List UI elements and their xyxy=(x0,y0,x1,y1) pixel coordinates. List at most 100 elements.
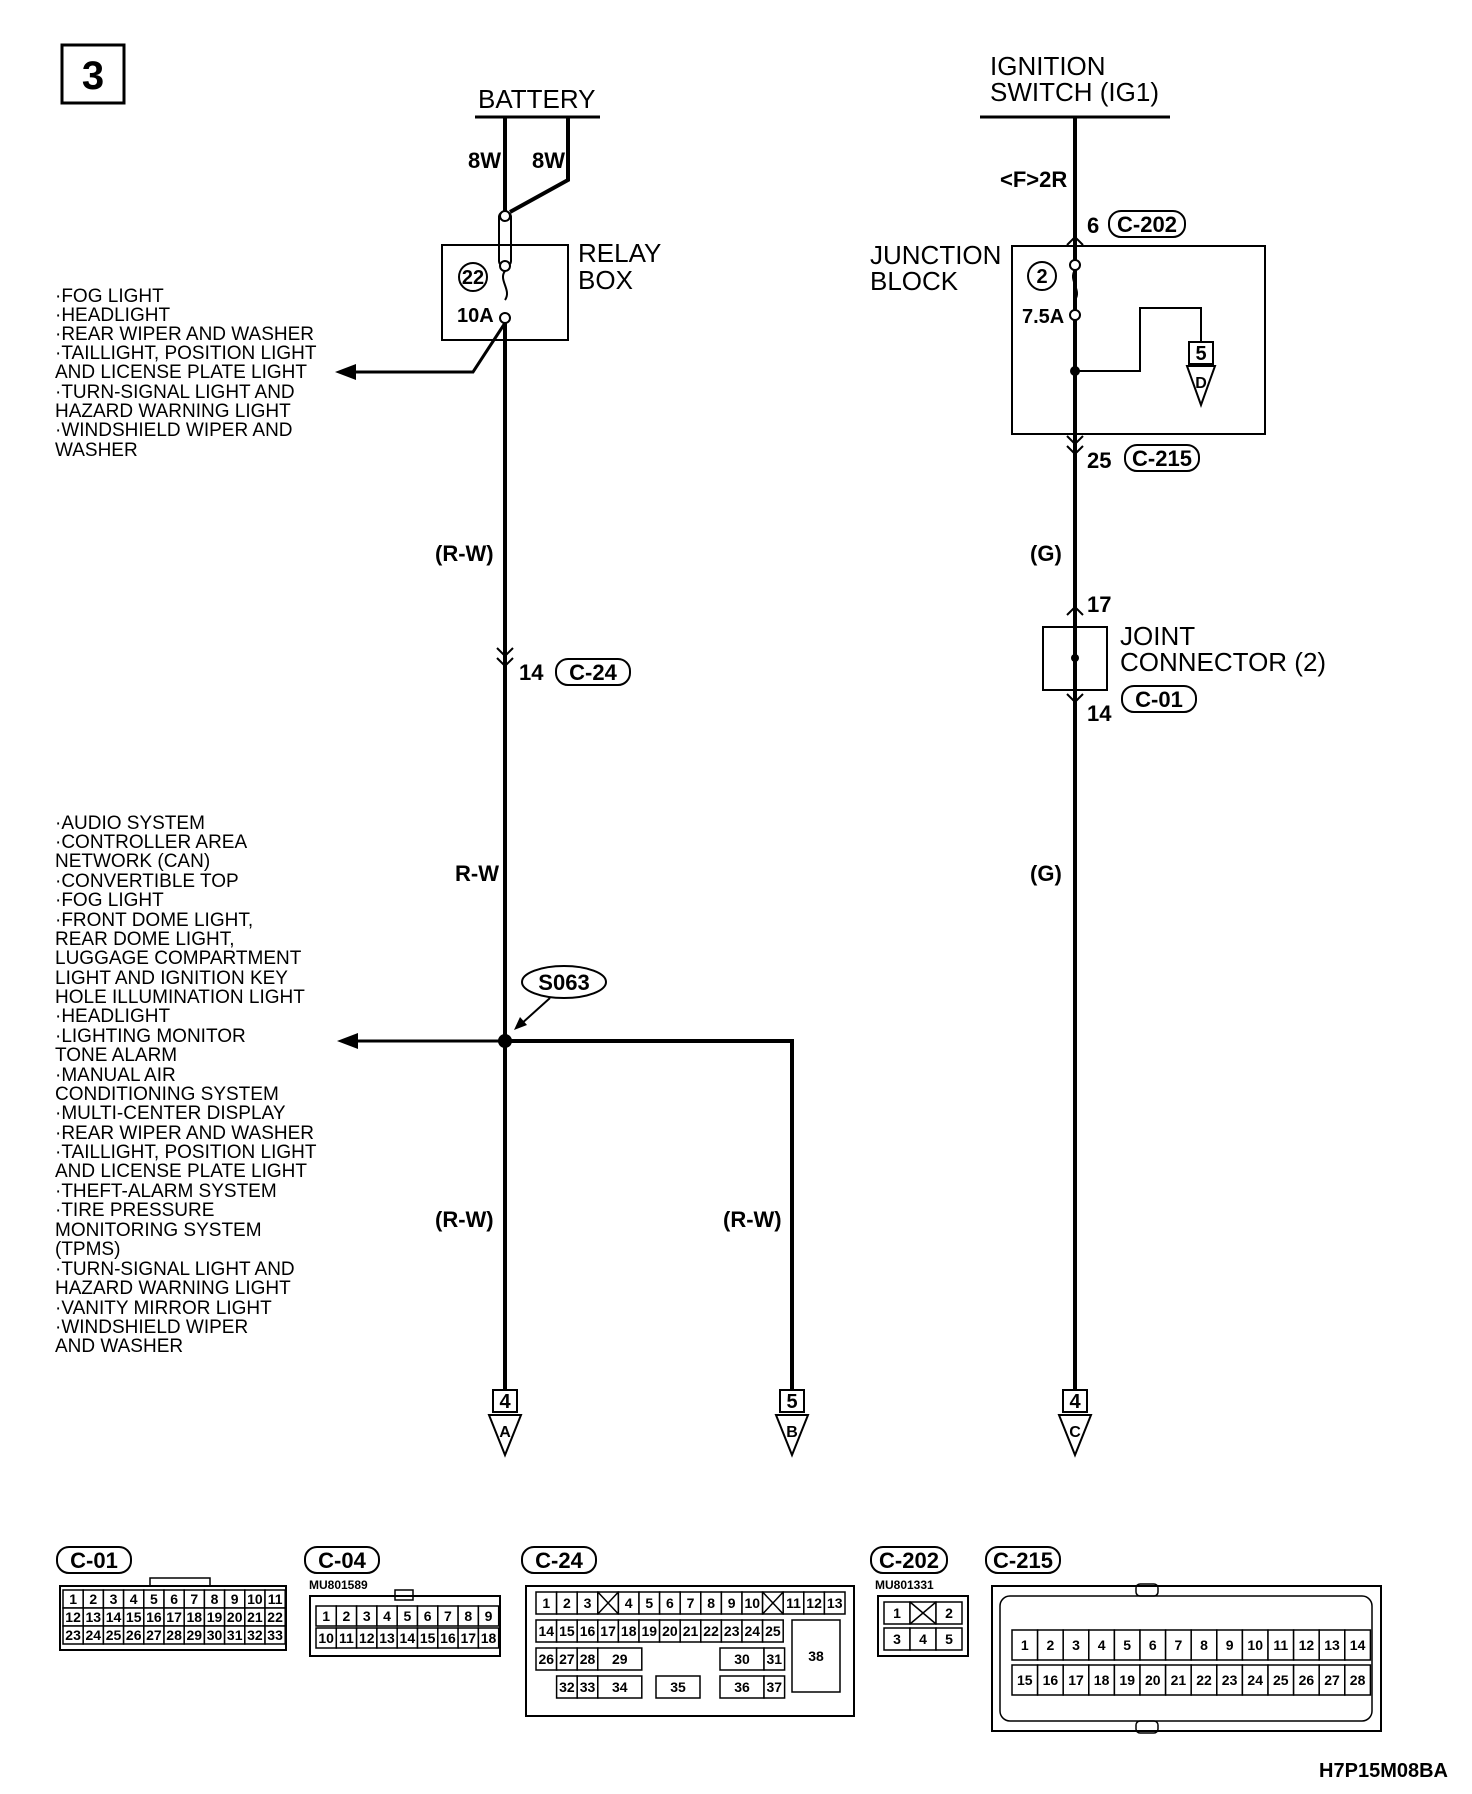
pin-cell xyxy=(1190,1629,1218,1661)
pin-number: 1 xyxy=(893,1605,901,1621)
jb-ref-box xyxy=(1188,341,1214,365)
pin-number: 1 xyxy=(69,1591,77,1607)
bottom-branch-item: ·TURN-SIGNAL LIGHT AND xyxy=(55,1259,295,1280)
pin-number: 27 xyxy=(1324,1672,1340,1688)
pin-number: 5 xyxy=(945,1631,953,1647)
bottom-branch-arrow xyxy=(337,1033,358,1049)
c202-pin: 6 xyxy=(1087,213,1099,238)
blank-pin-cross xyxy=(909,1601,937,1625)
c24-body xyxy=(525,1585,855,1717)
top-branch-item: WASHER xyxy=(55,440,138,461)
pin-number: 9 xyxy=(1226,1637,1234,1653)
right-wire-color-1: (G) xyxy=(1030,541,1062,566)
pin-number: 24 xyxy=(1247,1672,1263,1688)
pin-number: 22 xyxy=(703,1623,719,1639)
c01-tag-label: C-01 xyxy=(1135,687,1183,712)
relay-fuse-rating: 10A xyxy=(457,305,494,327)
pin-number: 2 xyxy=(1047,1637,1055,1653)
top-branch-item: ·TURN-SIGNAL LIGHT AND xyxy=(55,382,295,403)
pin-number: 5 xyxy=(403,1608,411,1624)
pin-number: 11 xyxy=(786,1595,801,1611)
top-branch-item: HAZARD WARNING LIGHT xyxy=(55,401,291,422)
pin-number: 13 xyxy=(827,1595,843,1611)
pin-number: 10 xyxy=(318,1630,334,1646)
pin-number: 16 xyxy=(440,1630,456,1646)
pin-number: 26 xyxy=(539,1651,555,1667)
pin-number: 25 xyxy=(765,1623,781,1639)
pin-cell xyxy=(1318,1629,1346,1661)
relay-fuse-terminal-mid xyxy=(499,260,511,272)
pin-cell xyxy=(1062,1629,1090,1661)
pin-number: 18 xyxy=(1094,1672,1110,1688)
diagram-number: 3 xyxy=(82,54,104,98)
relay-fuse-element xyxy=(502,270,508,301)
pin-number: 25 xyxy=(106,1627,122,1643)
splice-tag xyxy=(521,965,607,999)
pin-number: 15 xyxy=(559,1623,575,1639)
pin-number: 27 xyxy=(146,1627,162,1643)
joint-connector-label-1: JOINT xyxy=(1120,621,1195,651)
pin-number: 12 xyxy=(806,1595,822,1611)
c215-face-name: C-215 xyxy=(993,1548,1053,1573)
top-branch-list: ·FOG LIGHT ·HEADLIGHT ·REAR WIPER AND WA… xyxy=(55,286,321,461)
pin-number: 35 xyxy=(670,1679,686,1695)
pin-number: 20 xyxy=(662,1623,678,1639)
pin-number: 29 xyxy=(187,1627,203,1643)
left-wire-color-1: (R-W) xyxy=(435,541,494,566)
diagram-number-box xyxy=(60,43,126,105)
relay-fuse-terminal-top xyxy=(499,210,511,222)
pin-cell xyxy=(761,1619,784,1643)
left-wire-color-4: (R-W) xyxy=(723,1207,782,1232)
bottom-branch-item: ·HEADLIGHT xyxy=(55,1006,170,1027)
output-terminal-c: 4 C xyxy=(1057,1389,1093,1458)
jc-out-pin: 14 xyxy=(1087,701,1112,726)
pin-number: 26 xyxy=(1299,1672,1315,1688)
splice-label: S063 xyxy=(538,970,589,995)
pin-number: 11 xyxy=(1273,1637,1288,1653)
pin-number: 16 xyxy=(1043,1672,1059,1688)
pin-number: 7 xyxy=(190,1591,198,1607)
left-wire-color-2: R-W xyxy=(455,861,499,886)
pin-number: 28 xyxy=(166,1627,182,1643)
top-branch-item: AND LICENSE PLATE LIGHT xyxy=(55,362,307,383)
pin-number: 2 xyxy=(945,1605,953,1621)
battery-wire-right-size: 8W xyxy=(532,148,565,173)
pin-number: 10 xyxy=(1247,1637,1263,1653)
pin-number: 13 xyxy=(1324,1637,1340,1653)
pin-cell xyxy=(1292,1664,1320,1696)
jb-fuse-terminal-top xyxy=(1069,259,1081,271)
c215-tag-label: C-215 xyxy=(1132,446,1192,471)
pin-number: 19 xyxy=(1119,1672,1135,1688)
pin-cell xyxy=(477,1605,500,1627)
joint-connector-box xyxy=(1042,626,1108,691)
c01-latch xyxy=(149,1577,211,1587)
c215-face-tag xyxy=(985,1546,1061,1574)
c01-face-name: C-01 xyxy=(70,1548,118,1573)
pin-number: 6 xyxy=(1149,1637,1157,1653)
pin-number: 12 xyxy=(359,1630,375,1646)
pin-number: 16 xyxy=(146,1609,162,1625)
pin-number: 27 xyxy=(559,1651,575,1667)
junction-block-box xyxy=(1011,245,1266,435)
pin-cell xyxy=(1164,1664,1192,1696)
bottom-branch-item: LIGHT AND IGNITION KEY xyxy=(55,968,288,989)
c215-body xyxy=(991,1585,1382,1732)
figure-code: H7P15M08BA xyxy=(1319,1760,1448,1782)
pin-number: 3 xyxy=(110,1591,118,1607)
pin-cell xyxy=(1113,1629,1141,1661)
battery-label: BATTERY xyxy=(478,84,596,114)
battery-wire-left-size: 8W xyxy=(468,148,501,173)
pin-number: 10 xyxy=(745,1595,761,1611)
pin-cell xyxy=(597,1647,643,1671)
pin-number: 14 xyxy=(106,1609,122,1625)
junction-block-label-1: JUNCTION xyxy=(870,240,1001,270)
pin-number: 24 xyxy=(745,1623,761,1639)
c215-connector-mark xyxy=(1066,435,1084,456)
pin-number: 37 xyxy=(767,1679,783,1695)
